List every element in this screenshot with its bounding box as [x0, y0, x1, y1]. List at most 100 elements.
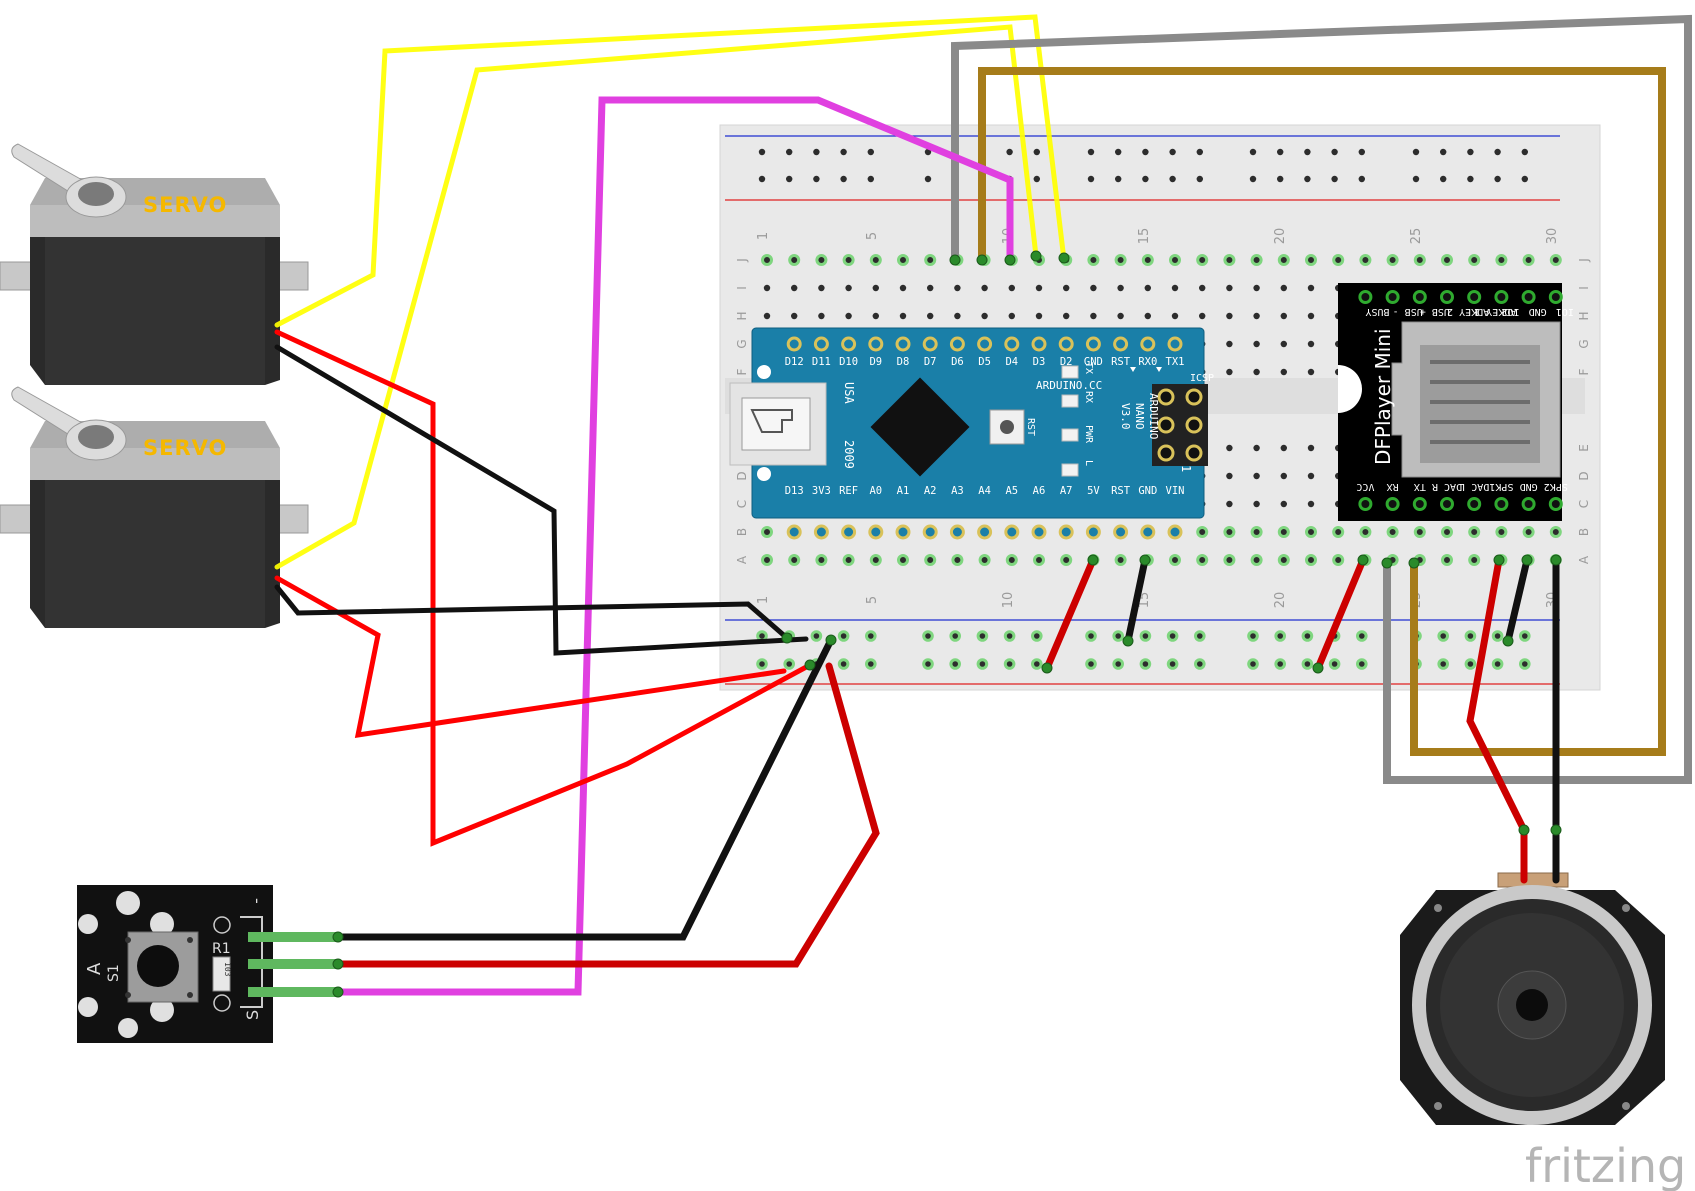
breadboard-hole[interactable] [1005, 554, 1018, 566]
rail-hole[interactable] [1358, 175, 1366, 183]
nano-pin-top[interactable] [1085, 336, 1101, 352]
breadboard-hole[interactable] [1144, 312, 1152, 320]
breadboard-hole[interactable] [924, 254, 937, 266]
rail-hole[interactable] [1085, 630, 1097, 642]
breadboard-hole[interactable] [1250, 254, 1263, 266]
dfplayer-pin-top[interactable] [1358, 290, 1373, 304]
rail-hole[interactable] [813, 175, 820, 183]
rail-hole[interactable] [758, 148, 766, 156]
rail-hole[interactable] [924, 175, 932, 183]
rail-hole[interactable] [1467, 175, 1474, 183]
breadboard-hole[interactable] [1223, 554, 1236, 566]
nano-pin-bottom[interactable] [1140, 524, 1156, 540]
breadboard-hole[interactable] [1277, 554, 1290, 566]
rail-hole[interactable] [1467, 148, 1474, 156]
breadboard-hole[interactable] [845, 312, 852, 320]
breadboard-hole[interactable] [842, 554, 855, 566]
rail-hole[interactable] [786, 175, 793, 183]
rail-hole[interactable] [1169, 148, 1176, 156]
breadboard-hole[interactable] [1141, 254, 1154, 266]
rail-hole[interactable] [1031, 630, 1043, 642]
rail-hole[interactable] [1437, 630, 1449, 642]
breadboard-hole[interactable] [1332, 254, 1345, 266]
breadboard-hole[interactable] [1253, 444, 1260, 452]
rail-hole[interactable] [867, 148, 874, 156]
breadboard-hole[interactable] [1305, 254, 1317, 266]
breadboard-hole[interactable] [845, 284, 852, 292]
rail-hole[interactable] [840, 148, 847, 156]
breadboard-hole[interactable] [872, 284, 879, 292]
dfplayer-pin-top[interactable] [1385, 290, 1400, 304]
rail-hole[interactable] [1249, 175, 1257, 183]
rail-hole[interactable] [786, 148, 793, 156]
breadboard-hole[interactable] [763, 312, 771, 320]
breadboard-hole[interactable] [1226, 340, 1233, 348]
breadboard-hole[interactable] [924, 554, 937, 566]
rail-hole[interactable] [813, 148, 820, 156]
breadboard-hole[interactable] [1280, 368, 1288, 376]
breadboard-hole[interactable] [1441, 254, 1453, 266]
rail-hole[interactable] [1247, 658, 1259, 670]
breadboard-hole[interactable] [1280, 472, 1288, 480]
breadboard-hole[interactable] [1223, 254, 1236, 266]
breadboard-hole[interactable] [1117, 284, 1124, 292]
breadboard-hole[interactable] [954, 284, 961, 292]
rail-hole[interactable] [949, 630, 962, 642]
nano-pin-top[interactable] [1031, 336, 1047, 352]
breadboard-hole[interactable] [1305, 526, 1317, 538]
breadboard-hole[interactable] [1060, 554, 1073, 566]
rail-hole[interactable] [1142, 148, 1149, 156]
breadboard-hole[interactable] [1114, 554, 1127, 566]
rail-hole[interactable] [1087, 148, 1095, 156]
rail-hole[interactable] [1440, 148, 1447, 156]
rail-hole[interactable] [756, 658, 768, 670]
breadboard-hole[interactable] [1063, 284, 1070, 292]
breadboard-hole[interactable] [1171, 312, 1179, 320]
breadboard-hole[interactable] [1332, 526, 1345, 538]
breadboard-hole[interactable] [1386, 526, 1399, 538]
nano-pin-bottom[interactable] [841, 524, 857, 540]
breadboard-hole[interactable] [1250, 526, 1263, 538]
breadboard-hole[interactable] [1522, 254, 1535, 266]
breadboard-hole[interactable] [1307, 368, 1315, 376]
breadboard-hole[interactable] [899, 312, 907, 320]
dfplayer-pin-bottom[interactable] [1467, 497, 1482, 511]
breadboard-hole[interactable] [951, 554, 964, 566]
nano-pin-top[interactable] [813, 336, 829, 352]
breadboard-hole[interactable] [1253, 284, 1260, 292]
breadboard-hole[interactable] [1063, 312, 1070, 320]
nano-pin-bottom[interactable] [1058, 524, 1074, 540]
breadboard-hole[interactable] [1307, 472, 1315, 480]
breadboard-hole[interactable] [1199, 312, 1206, 320]
breadboard-hole[interactable] [1280, 312, 1288, 320]
rail-hole[interactable] [1033, 175, 1041, 183]
dfplayer-pin-top[interactable] [1412, 290, 1427, 304]
breadboard-hole[interactable] [1280, 500, 1288, 508]
rail-hole[interactable] [1085, 658, 1097, 670]
dfplayer-pin-bottom[interactable] [1440, 497, 1454, 511]
rail-hole[interactable] [1440, 175, 1447, 183]
breadboard-hole[interactable] [761, 554, 773, 566]
breadboard-hole[interactable] [1199, 284, 1206, 292]
rail-hole[interactable] [1521, 175, 1529, 183]
rail-hole[interactable] [837, 630, 850, 642]
rail-hole[interactable] [976, 658, 989, 670]
breadboard-hole[interactable] [1253, 340, 1260, 348]
rail-hole[interactable] [1139, 658, 1152, 670]
breadboard-hole[interactable] [1196, 254, 1209, 266]
rail-hole[interactable] [1412, 148, 1420, 156]
nano-pin-top[interactable] [949, 336, 965, 352]
dfplayer-pin-top[interactable] [1494, 290, 1509, 304]
breadboard-hole[interactable] [788, 554, 801, 566]
breadboard-hole[interactable] [1359, 254, 1372, 266]
breadboard-hole[interactable] [842, 254, 855, 266]
breadboard-hole[interactable] [1087, 254, 1100, 266]
nano-pin-top[interactable] [1004, 336, 1020, 352]
rail-hole[interactable] [1521, 148, 1529, 156]
rail-hole[interactable] [922, 658, 934, 670]
breadboard-hole[interactable] [1035, 312, 1043, 320]
dfplayer-pin-bottom[interactable] [1494, 497, 1509, 511]
nano-pin-top[interactable] [1140, 336, 1156, 352]
breadboard-hole[interactable] [1280, 444, 1288, 452]
rail-hole[interactable] [1006, 148, 1013, 156]
